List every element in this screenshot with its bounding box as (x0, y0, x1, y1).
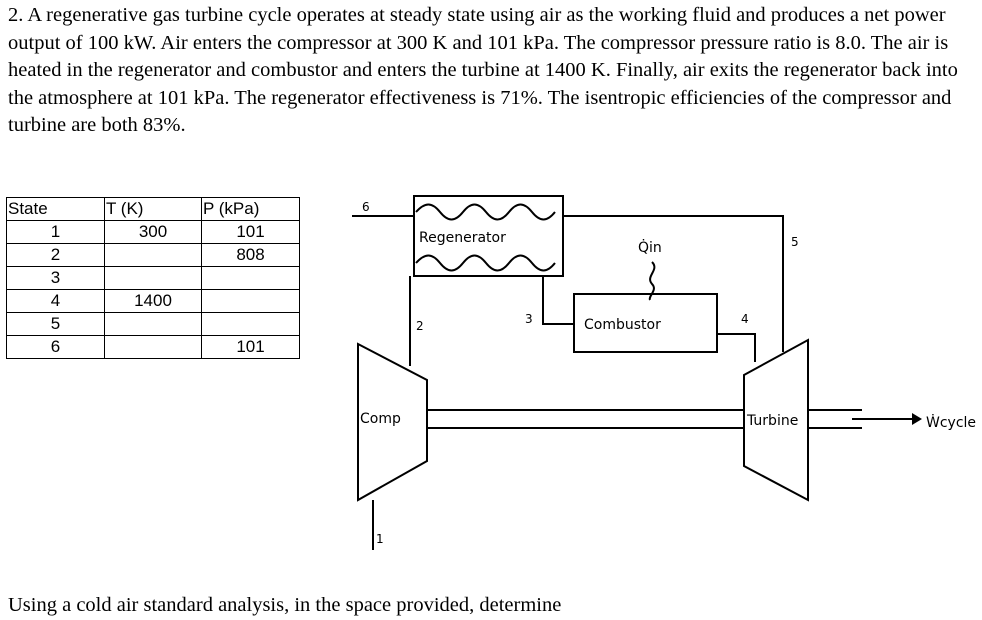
state-1-label: 1 (376, 532, 384, 546)
pressure-cell: 808 (201, 243, 300, 267)
compressor-label: Comp (360, 411, 401, 427)
combustor-label: Combustor (584, 317, 661, 333)
state-2-label: 2 (416, 319, 424, 333)
compressor-shape (357, 342, 428, 502)
work-out-label: Ẇcycle (926, 413, 976, 431)
table-row: 3 (6, 266, 300, 290)
work-arrow-head (912, 413, 922, 425)
state-5-label: 5 (791, 235, 799, 249)
regenerator-coil-bottom (415, 254, 556, 272)
state-cell: 2 (6, 243, 105, 267)
state-3-label: 3 (525, 312, 533, 326)
problem-statement: 2. A regenerative gas turbine cycle oper… (8, 4, 958, 137)
state-cell: 6 (6, 335, 105, 359)
pressure-cell: 101 (201, 335, 300, 359)
stream-5-line (563, 215, 784, 352)
heat-in-label: Q̇in (638, 239, 662, 256)
header-temperature: T (K) (104, 197, 202, 221)
table-row: 2 808 (6, 243, 300, 267)
state-cell: 3 (6, 266, 105, 290)
combustor-box (573, 293, 718, 353)
temperature-cell (104, 243, 202, 267)
regenerator-label: Regenerator (419, 230, 506, 246)
state-cell: 5 (6, 312, 105, 336)
heat-input-squiggle (648, 261, 656, 301)
temperature-cell: 300 (104, 220, 202, 244)
cycle-lines (352, 195, 912, 550)
temperature-cell (104, 335, 202, 359)
stream-4-line (717, 333, 756, 362)
stream-3-line (542, 276, 574, 325)
state-table-header-row: State T (K) P (kPa) (6, 197, 300, 221)
pressure-cell (201, 266, 300, 290)
turbine-label: Turbine (746, 413, 798, 429)
state-4-label: 4 (741, 312, 749, 326)
turbine-shape (743, 338, 809, 502)
state-table: State T (K) P (kPa) 1 300 101 2 808 3 4 … (6, 197, 300, 359)
temperature-cell (104, 266, 202, 290)
regenerator-box (413, 195, 564, 277)
header-state: State (6, 197, 105, 221)
regenerator-coil-top (415, 203, 556, 221)
table-row: 6 101 (6, 335, 300, 359)
state-cell: 1 (6, 220, 105, 244)
header-pressure: P (kPa) (201, 197, 300, 221)
state-6-label: 6 (362, 200, 370, 214)
footer-instruction: Using a cold air standard analysis, in t… (8, 594, 562, 616)
